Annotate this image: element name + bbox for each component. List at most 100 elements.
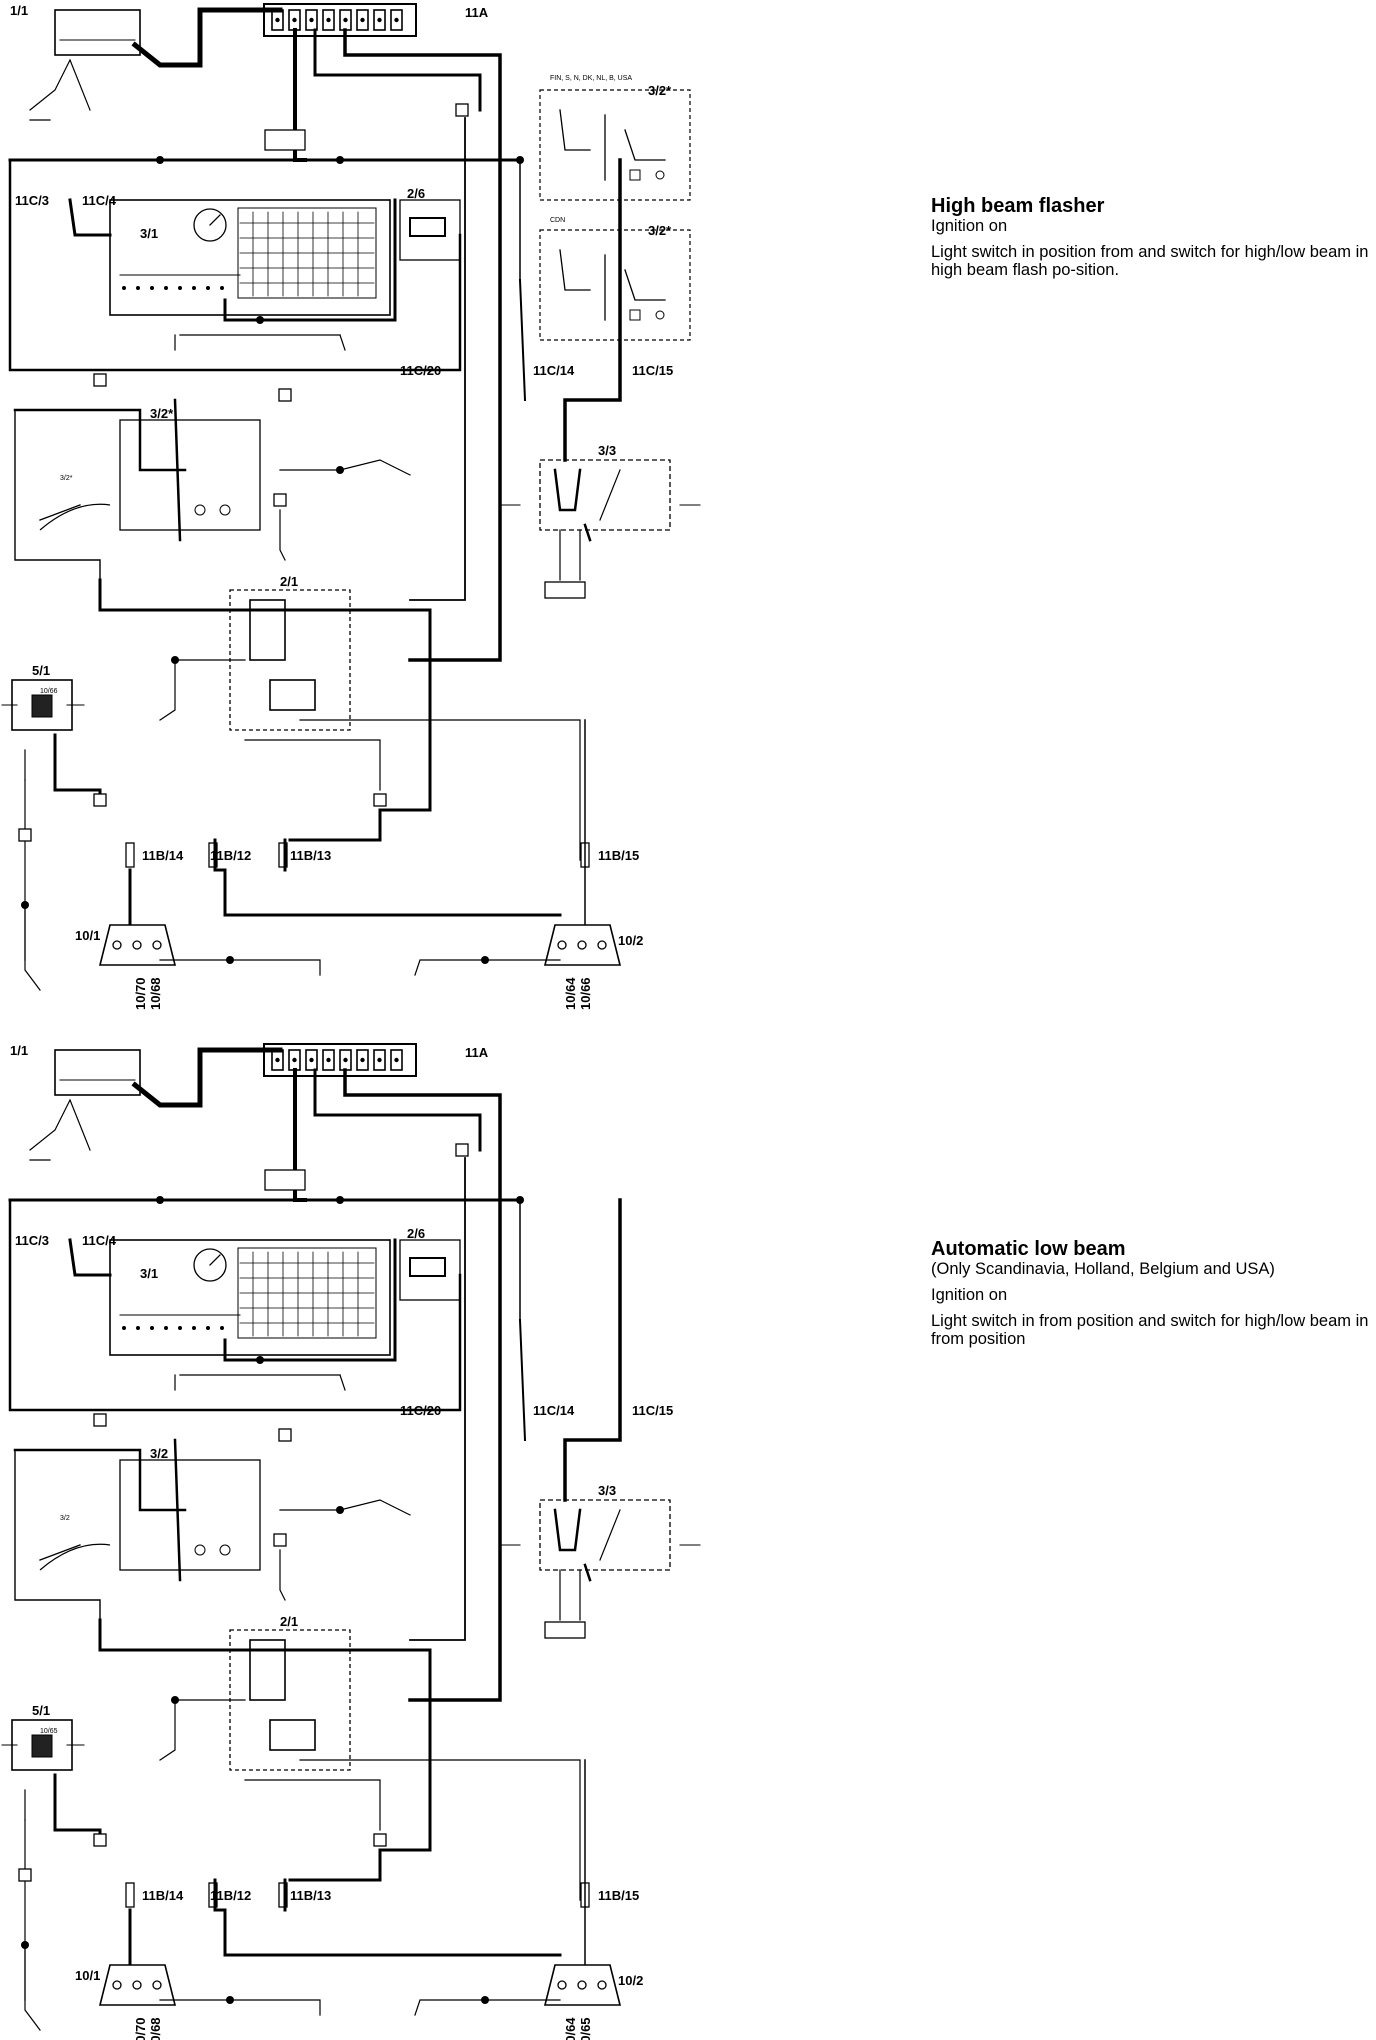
connector-block xyxy=(544,1621,586,1639)
connector-block xyxy=(208,1882,218,1908)
note-subtitle: (Only Scandinavia, Holland, Belgium and … xyxy=(931,1260,1275,1278)
supply-wire xyxy=(343,28,502,662)
connector-block xyxy=(373,1833,387,1847)
signal-wire xyxy=(563,158,622,462)
cluster-wire xyxy=(223,198,397,322)
component-label: 11B/14 xyxy=(142,848,184,863)
pin-dot xyxy=(122,286,126,290)
component-label: 11C/3 xyxy=(15,193,49,208)
fuse-pin xyxy=(394,17,399,23)
switch-contact xyxy=(583,1563,592,1582)
inset-box-2 xyxy=(539,229,691,341)
relay-2-6 xyxy=(399,199,461,261)
connector-block xyxy=(278,1428,292,1442)
junction-dot xyxy=(516,156,524,164)
headlamp-pin xyxy=(112,940,122,950)
component-label: 11C/4 xyxy=(82,1233,117,1248)
connector-block xyxy=(264,129,306,151)
junction-dot xyxy=(226,956,234,964)
supply-wire xyxy=(131,7,283,68)
connector-block xyxy=(455,103,469,117)
note-line: Ignition on xyxy=(931,1286,1008,1304)
component-label: 11C/3 xyxy=(15,1233,49,1248)
junction-dot xyxy=(336,466,344,474)
headlamp-pin xyxy=(132,940,142,950)
component-label: 11C/15 xyxy=(632,363,673,378)
component-label: 5/1 xyxy=(32,663,50,678)
relay-coil-box xyxy=(409,1257,446,1277)
connector-block xyxy=(93,373,107,387)
component-label: 11C/14 xyxy=(533,1403,575,1418)
pin-dot xyxy=(192,286,196,290)
component-label: 2/6 xyxy=(407,186,425,201)
component-label: 3/2* xyxy=(648,83,672,98)
relay-wire xyxy=(244,1779,381,1831)
pin-dot xyxy=(178,286,182,290)
gauge-needle xyxy=(209,214,221,226)
ground-wire xyxy=(414,1999,561,2016)
indicator-table xyxy=(237,1247,377,1339)
component-label: 11C/14 xyxy=(533,363,575,378)
ground-wire xyxy=(69,59,91,111)
ground-wire xyxy=(29,1099,71,1151)
component-label: 3/3 xyxy=(598,1483,616,1498)
component-label: 11B/13 xyxy=(290,1888,331,1903)
signal-wire xyxy=(499,1199,521,1321)
connector-block xyxy=(544,581,586,599)
component-label: 11B/15 xyxy=(598,848,639,863)
inset-contact xyxy=(559,249,591,291)
note-title: High beam flasher xyxy=(931,195,1105,217)
ground-wire xyxy=(414,959,561,976)
loop-wire xyxy=(8,158,462,372)
component-label: 5/1 xyxy=(32,1703,50,1718)
headlamp-pin xyxy=(112,1980,122,1990)
switch-3-2-box xyxy=(119,419,261,531)
relay-wire xyxy=(299,719,581,861)
ground-wire xyxy=(279,509,286,561)
switch-contact xyxy=(553,1508,582,1552)
component-label: 3/2* xyxy=(648,223,672,238)
component-label: 11C/4 xyxy=(82,193,117,208)
ground-wire xyxy=(159,1699,176,1761)
fuse-pin xyxy=(275,17,280,23)
relay-wire xyxy=(244,739,381,791)
connector-block xyxy=(278,1882,288,1908)
note-automatic-low-beam: Automatic low beam (Only Scandinavia, Ho… xyxy=(931,1238,1371,1356)
fuse-pin xyxy=(343,1057,348,1063)
component-label: 10/68 xyxy=(148,2017,163,2040)
loop-wire xyxy=(68,1238,112,1277)
component-label: 10/66 xyxy=(578,977,593,1010)
connector-block xyxy=(278,842,288,868)
component-label: 11B/15 xyxy=(598,1888,639,1903)
pin-dot xyxy=(150,286,154,290)
junction-dot xyxy=(336,156,344,164)
lamp-bulb xyxy=(31,1734,53,1758)
component-label: 11B/12 xyxy=(210,1888,251,1903)
switch-3-3-box xyxy=(539,1499,671,1571)
gauge-icon xyxy=(193,1248,227,1282)
note-line: Light switch in position from and switch… xyxy=(931,243,1369,279)
switch-contact xyxy=(599,469,621,521)
component-label: 3/2 xyxy=(150,1446,168,1461)
switch-wire xyxy=(13,408,187,472)
component-label: 11B/14 xyxy=(142,1888,184,1903)
component-label: 3/2* xyxy=(150,406,174,421)
pin-dot xyxy=(178,1326,182,1330)
relay-wire xyxy=(299,1759,581,1901)
connector-block xyxy=(18,828,32,842)
component-label: 11C/20 xyxy=(400,1403,441,1418)
battery-box xyxy=(54,1049,141,1096)
headlamp-pin xyxy=(132,1980,142,1990)
component-label: 10/64 xyxy=(563,977,578,1010)
pin-dot xyxy=(206,1326,210,1330)
fuse-pin xyxy=(275,1057,280,1063)
component-label: 10/70 xyxy=(133,2017,148,2040)
switch-contact xyxy=(583,523,592,542)
junction-dot xyxy=(156,1196,164,1204)
inset-contact xyxy=(624,129,666,161)
component-label: 10/64 xyxy=(563,2017,578,2040)
component-label: 10/2 xyxy=(618,1973,643,1988)
gauge-needle xyxy=(209,1254,221,1266)
component-label: 3/2 xyxy=(60,1515,70,1522)
